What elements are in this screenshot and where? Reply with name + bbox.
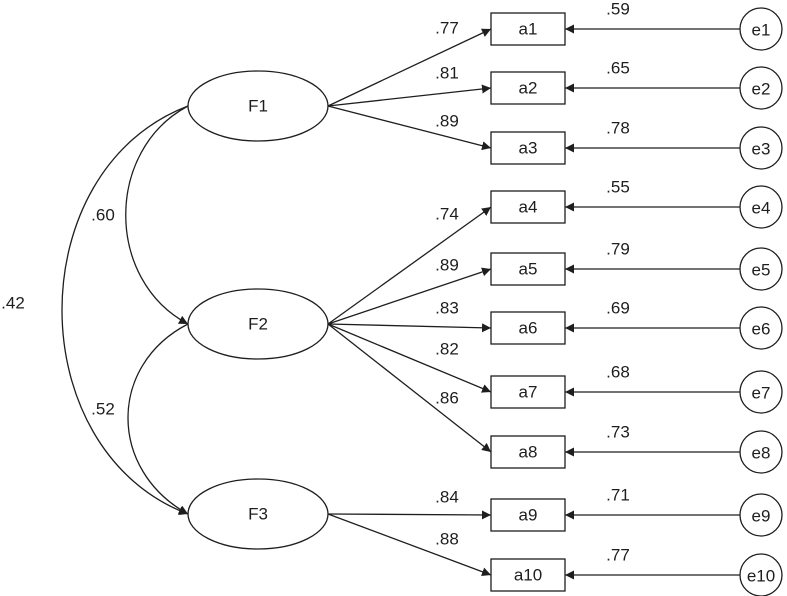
- loading-value-a7: .82: [435, 340, 459, 359]
- error-value-e1: .59: [606, 0, 630, 19]
- item-label-a1: a1: [519, 20, 538, 39]
- correlation-arrow-F2-F3: [127, 315, 199, 515]
- item-label-a5: a5: [519, 260, 538, 279]
- loading-arrow-a1: [327, 28, 492, 107]
- item-label-a4: a4: [519, 198, 538, 217]
- loading-arrow-a6: [327, 323, 492, 333]
- loading-value-a2: .81: [435, 64, 459, 83]
- loading-value-a5: .89: [435, 256, 459, 275]
- error-circle-e3: [739, 126, 783, 170]
- item-box-a2: [490, 71, 566, 105]
- item-box-a4: [490, 190, 566, 224]
- error-value-e7: .68: [606, 363, 630, 382]
- error-value-e6: .69: [606, 299, 630, 318]
- error-value-e2: .65: [606, 59, 630, 78]
- error-circle-e1: [739, 7, 783, 51]
- error-value-e5: .79: [606, 240, 630, 259]
- error-value-e9: .71: [606, 486, 630, 505]
- error-label-e5: e5: [752, 261, 771, 280]
- factor-label-F1: F1: [248, 97, 268, 116]
- loading-arrow-a8: [327, 323, 492, 453]
- factor-ellipse-F1: [187, 70, 329, 142]
- item-box-a1: [490, 12, 566, 46]
- error-label-e6: e6: [752, 320, 771, 339]
- loading-arrow-a4: [327, 206, 492, 325]
- correlation-arrow-F1-F3: [61, 98, 199, 515]
- factor-label-F3: F3: [248, 505, 268, 524]
- error-circle-e9: [739, 493, 783, 537]
- loading-value-a3: .89: [435, 112, 459, 131]
- loading-value-a4: .74: [435, 205, 459, 224]
- item-box-a7: [490, 375, 566, 409]
- item-label-a2: a2: [519, 79, 538, 98]
- loading-arrow-a9: [327, 510, 492, 520]
- loading-value-a6: .83: [435, 299, 459, 318]
- item-label-a7: a7: [519, 383, 538, 402]
- correlation-value-F1-F3: .42: [1, 294, 25, 313]
- error-label-e4: e4: [752, 199, 771, 218]
- item-label-a8: a8: [519, 443, 538, 462]
- factor-ellipse-F2: [187, 288, 329, 360]
- error-circle-e8: [739, 430, 783, 474]
- loading-value-a8: .86: [435, 389, 459, 408]
- loading-arrow-a2: [327, 84, 492, 107]
- loading-value-a10: .88: [435, 530, 459, 549]
- item-label-a6: a6: [519, 319, 538, 338]
- loading-arrow-a5: [327, 267, 492, 325]
- error-label-e7: e7: [752, 384, 771, 403]
- correlation-value-F1-F2: .60: [91, 206, 115, 225]
- item-box-a5: [490, 252, 566, 286]
- item-label-a10: a10: [514, 566, 542, 585]
- error-circle-e10: [739, 553, 783, 596]
- loading-value-a1: .77: [435, 19, 459, 38]
- correlation-arrow-F1-F2: [125, 97, 199, 325]
- item-box-a8: [490, 435, 566, 469]
- item-box-a3: [490, 131, 566, 165]
- error-circle-e6: [739, 306, 783, 350]
- error-value-e10: .77: [606, 546, 630, 565]
- item-box-a9: [490, 498, 566, 532]
- error-circle-e4: [739, 185, 783, 229]
- error-circle-e2: [739, 66, 783, 110]
- error-label-e3: e3: [752, 140, 771, 159]
- error-label-e1: e1: [752, 21, 771, 40]
- loading-arrow-a7: [327, 323, 492, 393]
- item-label-a3: a3: [519, 139, 538, 158]
- loading-arrow-a3: [327, 105, 492, 151]
- error-label-e10: e10: [747, 567, 775, 586]
- loading-arrow-a10: [327, 513, 492, 577]
- item-box-a6: [490, 311, 566, 345]
- item-box-a10: [490, 558, 566, 592]
- error-value-e3: .78: [606, 119, 630, 138]
- error-value-e4: .55: [606, 178, 630, 197]
- correlation-value-F2-F3: .52: [91, 400, 115, 419]
- error-label-e2: e2: [752, 80, 771, 99]
- error-circle-e5: [739, 247, 783, 291]
- error-label-e9: e9: [752, 507, 771, 526]
- loading-value-a9: .84: [435, 488, 459, 507]
- error-label-e8: e8: [752, 444, 771, 463]
- factor-label-F2: F2: [248, 315, 268, 334]
- error-circle-e7: [739, 370, 783, 414]
- item-label-a9: a9: [519, 506, 538, 525]
- error-value-e8: .73: [606, 423, 630, 442]
- factor-ellipse-F3: [187, 478, 329, 550]
